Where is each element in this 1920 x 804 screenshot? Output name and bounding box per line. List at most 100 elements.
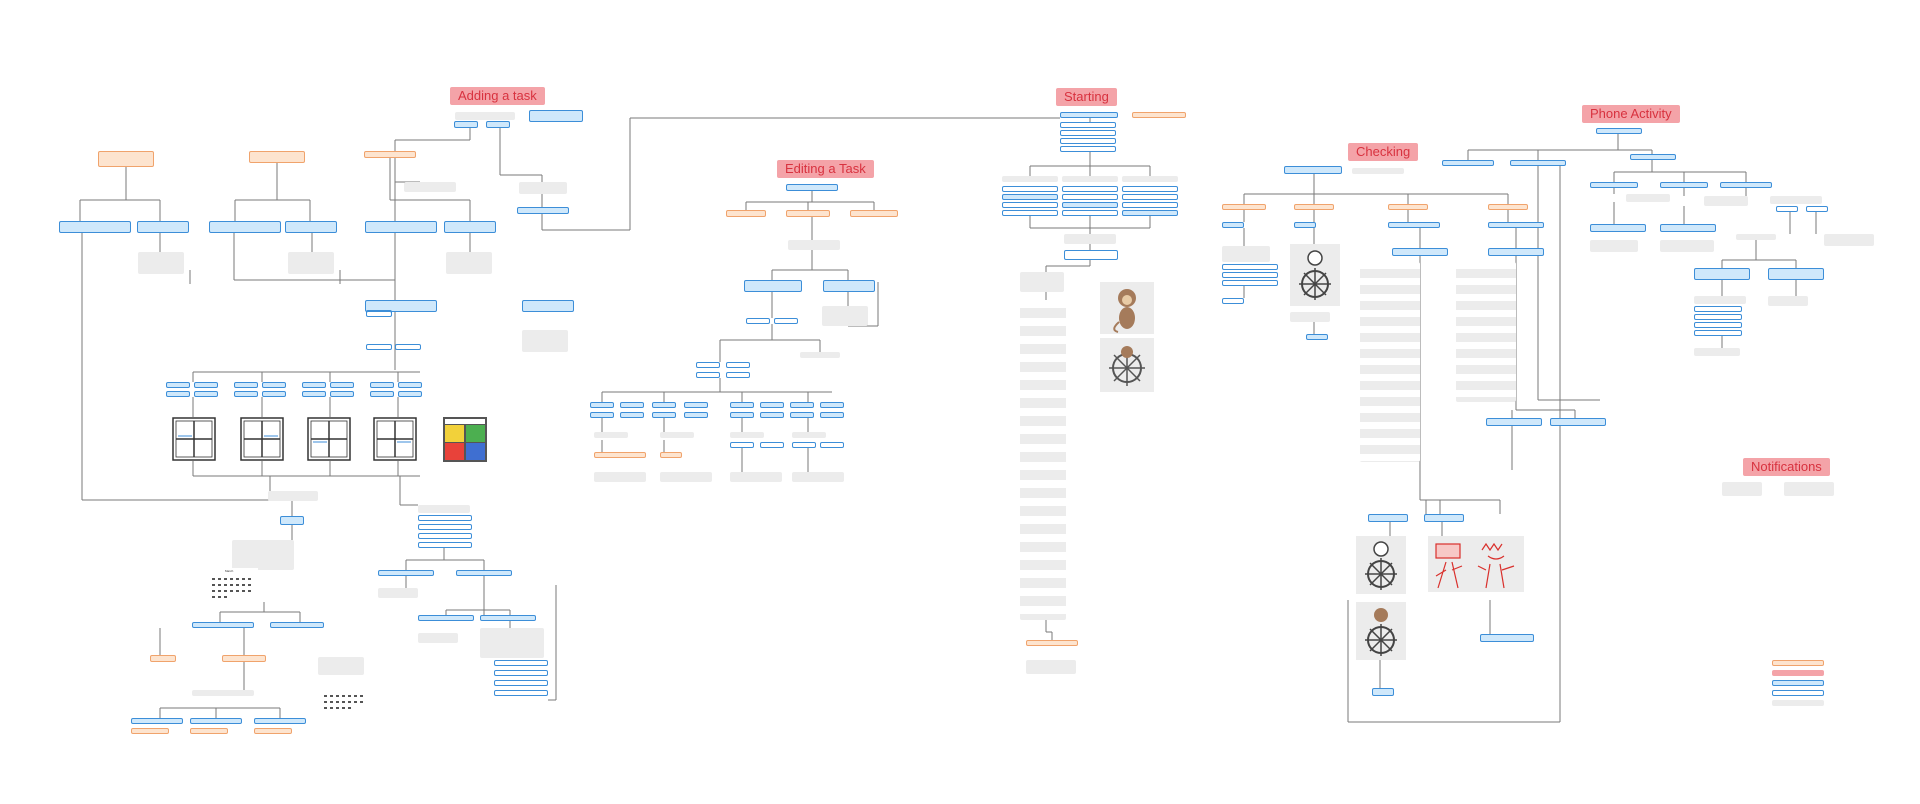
option-button[interactable] [730,402,754,408]
category-box[interactable] [1768,268,1824,280]
action-button[interactable] [280,516,304,525]
category-box[interactable] [1442,160,1494,166]
option-button[interactable] [302,391,326,397]
action-button[interactable] [517,207,569,214]
list-option[interactable] [1062,186,1118,192]
option-button[interactable] [1306,334,1328,340]
list-option[interactable] [1222,280,1278,286]
list-option[interactable] [1060,146,1116,152]
option-button[interactable] [726,362,750,368]
category-box[interactable] [1392,248,1448,256]
list-option[interactable] [1062,202,1118,208]
category-box[interactable] [1694,268,1750,280]
category-box[interactable] [365,221,437,233]
category-box[interactable] [1660,182,1708,188]
list-option[interactable] [1694,322,1742,328]
option-button[interactable] [820,442,844,448]
option-button[interactable] [820,402,844,408]
option-button[interactable] [234,391,258,397]
option-button[interactable] [366,311,392,317]
list-option[interactable] [1122,186,1178,192]
list-option[interactable] [1694,306,1742,312]
list-option[interactable] [1002,210,1058,216]
option-button[interactable] [652,412,676,418]
option-button[interactable] [454,121,478,128]
list-option[interactable] [1002,186,1058,192]
calendar-widget[interactable] [320,685,368,719]
option-button[interactable] [486,121,510,128]
option-button[interactable] [590,412,614,418]
list-option[interactable] [1222,264,1278,270]
option-button[interactable] [790,412,814,418]
category-box[interactable] [285,221,337,233]
category-box[interactable] [744,280,802,292]
option-button[interactable] [684,412,708,418]
list-option[interactable] [1002,194,1058,200]
option-button[interactable] [760,442,784,448]
option-button[interactable] [730,442,754,448]
option-button[interactable] [696,362,720,368]
category-box[interactable] [480,615,536,621]
list-option[interactable] [494,660,548,666]
option-button[interactable] [774,318,798,324]
option-button[interactable] [366,344,392,350]
option-button[interactable] [1488,222,1544,228]
list-option[interactable] [1060,138,1116,144]
category-box[interactable] [1590,182,1638,188]
category-box[interactable] [378,570,434,576]
category-box[interactable] [1424,514,1464,522]
option-button[interactable] [302,382,326,388]
category-box[interactable] [1510,160,1566,166]
category-box[interactable] [1488,248,1544,256]
option-button[interactable] [1372,688,1394,696]
list-option[interactable] [1122,210,1178,216]
category-box[interactable] [254,718,306,724]
option-button[interactable] [790,402,814,408]
option-button[interactable] [194,391,218,397]
option-button[interactable] [166,382,190,388]
list-option[interactable] [1060,130,1116,136]
list-option[interactable] [1222,272,1278,278]
list-option[interactable] [1694,314,1742,320]
option-button[interactable] [1806,206,1828,212]
option-button[interactable] [746,318,770,324]
list-option[interactable] [1062,210,1118,216]
category-box[interactable] [365,300,437,312]
category-box[interactable] [522,300,574,312]
category-box[interactable] [1550,418,1606,426]
option-button[interactable] [820,412,844,418]
list-option[interactable] [494,690,548,696]
list-option[interactable] [1062,194,1118,200]
option-button[interactable] [1222,222,1244,228]
option-button[interactable] [590,402,614,408]
list-option[interactable] [1122,194,1178,200]
option-button[interactable] [652,402,676,408]
option-button[interactable] [620,402,644,408]
category-box[interactable] [131,718,183,724]
option-button[interactable] [1222,298,1244,304]
option-button[interactable] [684,402,708,408]
category-box[interactable] [209,221,281,233]
confirm-box[interactable] [1064,250,1118,260]
category-box[interactable] [1284,166,1342,174]
category-box[interactable] [1596,128,1642,134]
category-box[interactable] [1486,418,1542,426]
category-box[interactable] [1720,182,1772,188]
option-button[interactable] [730,412,754,418]
option-button[interactable] [395,344,421,350]
list-option[interactable] [418,542,472,548]
category-box[interactable] [59,221,131,233]
category-box[interactable] [1368,514,1408,522]
category-box[interactable] [418,615,474,621]
category-box[interactable] [1060,112,1118,118]
option-button[interactable] [262,391,286,397]
option-button[interactable] [262,382,286,388]
edit-task-box[interactable] [786,184,838,191]
option-button[interactable] [398,382,422,388]
category-box[interactable] [823,280,875,292]
list-option[interactable] [418,524,472,530]
category-box[interactable] [456,570,512,576]
option-button[interactable] [370,391,394,397]
option-button[interactable] [166,391,190,397]
category-box[interactable] [1660,224,1716,232]
